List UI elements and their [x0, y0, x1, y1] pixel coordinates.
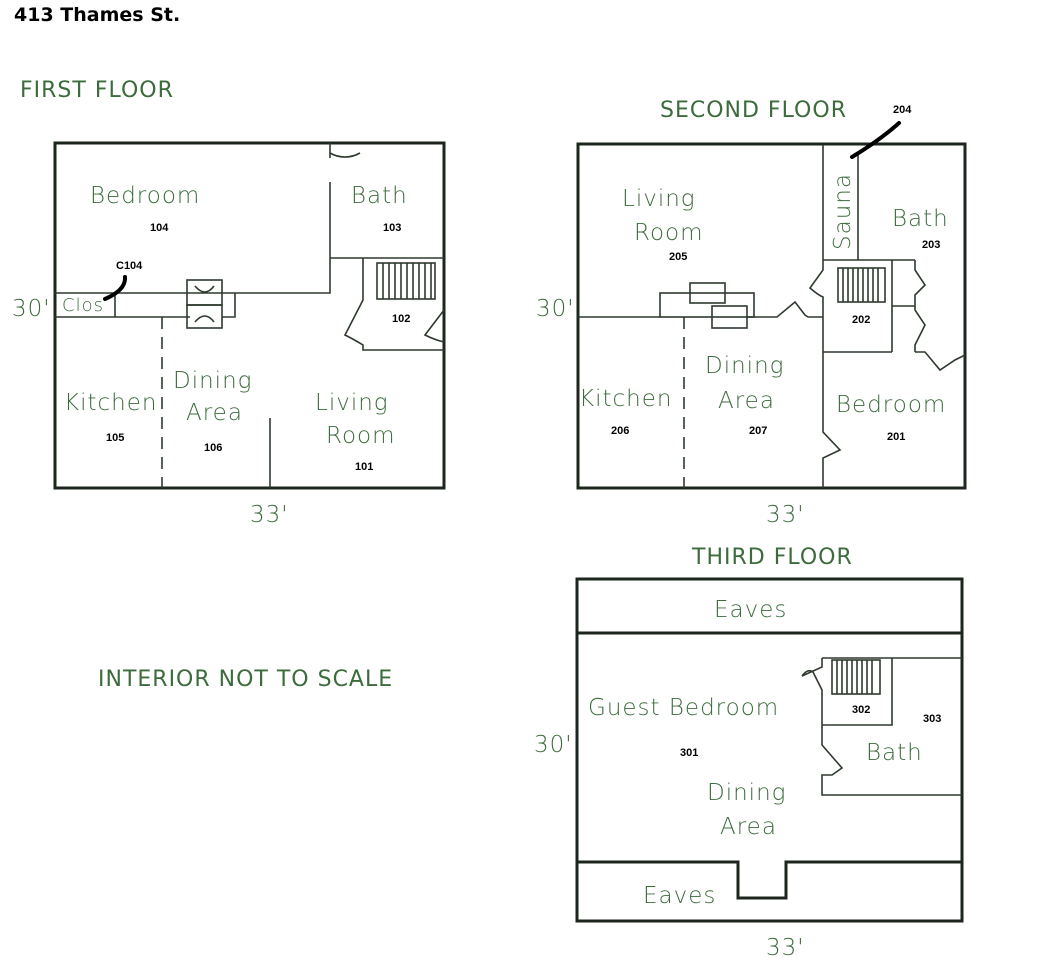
room-label: Eaves: [714, 597, 787, 623]
sauna-leader-line: [850, 121, 901, 159]
room-label: Dining: [707, 780, 786, 806]
room-number: 101: [355, 461, 373, 473]
room-label: Bedroom: [90, 183, 200, 209]
room-number: 303: [923, 713, 941, 725]
room-number: 102: [392, 313, 410, 325]
room-label: Room: [326, 423, 396, 449]
room-label: Eaves: [643, 883, 716, 909]
room-number: 207: [749, 425, 767, 437]
room-label: Area: [186, 400, 243, 426]
room-number: 203: [922, 239, 940, 251]
room-number: 205: [669, 251, 687, 263]
width-dimension: 33': [250, 502, 289, 528]
first-floor-outline: [53, 141, 446, 490]
width-dimension: 33': [766, 935, 805, 960]
room-label: Dining: [705, 353, 784, 379]
room-number: 104: [150, 222, 169, 234]
room-number: 103: [383, 222, 401, 234]
room-label: Room: [634, 220, 704, 246]
room-number: 106: [204, 442, 222, 454]
room-label: Dining: [173, 368, 252, 394]
room-label: Living: [622, 186, 696, 212]
second-floor-walls: [578, 145, 966, 488]
third-floor-plan: THIRD FLOOR Eaves Guest Bedroom 302 303 …: [534, 545, 964, 960]
room-number: 201: [887, 431, 905, 443]
room-label: Clos: [62, 295, 104, 316]
second-floor-plan: SECOND FLOOR 204 Sauna Bath 203 Living R…: [536, 98, 967, 528]
third-floor-walls: [577, 631, 962, 900]
room-number: 302: [852, 704, 870, 716]
room-label: Kitchen: [579, 386, 672, 412]
scale-note: INTERIOR NOT TO SCALE: [98, 667, 393, 692]
address-title: 413 Thames St.: [14, 4, 181, 26]
closet-leader-line: [103, 275, 128, 301]
third-floor-outline: [575, 577, 964, 923]
third-floor-heading: THIRD FLOOR: [691, 545, 853, 570]
room-label: Bath: [351, 183, 408, 209]
stair-icon: [376, 262, 436, 300]
depth-dimension: 30': [534, 732, 573, 758]
first-floor-walls: [55, 143, 445, 488]
room-number: 202: [852, 314, 870, 326]
room-label: Bath: [892, 206, 949, 232]
room-number: 206: [611, 425, 629, 437]
room-number: 301: [680, 747, 698, 759]
room-label: Kitchen: [64, 390, 157, 416]
stair-icon: [831, 659, 881, 695]
room-label: Area: [720, 814, 777, 840]
room-number: 204: [893, 104, 912, 116]
second-floor-heading: SECOND FLOOR: [660, 98, 847, 123]
room-label: Living: [315, 390, 389, 416]
first-floor-plan: FIRST FLOOR Bedroom 104 Bath 103 C104 Cl…: [12, 78, 446, 528]
depth-dimension: 30': [536, 296, 575, 322]
depth-dimension: 30': [12, 296, 51, 322]
second-floor-outline: [576, 142, 967, 490]
width-dimension: 33': [766, 502, 805, 528]
room-number: C104: [116, 260, 143, 272]
room-label: Guest Bedroom: [588, 695, 779, 721]
room-number: 105: [106, 432, 124, 444]
first-floor-heading: FIRST FLOOR: [20, 78, 174, 103]
room-label: Bath: [866, 740, 923, 766]
room-label: Bedroom: [836, 392, 946, 418]
room-label: Sauna: [830, 173, 856, 250]
stair-icon: [837, 267, 886, 303]
room-label: Area: [718, 388, 775, 414]
